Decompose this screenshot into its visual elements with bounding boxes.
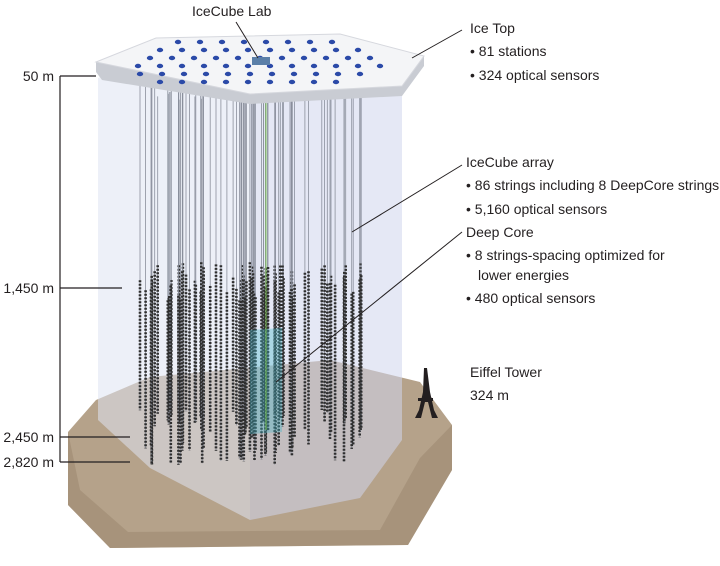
icetop-station-dot (136, 71, 144, 77)
icecube-lab-building (252, 57, 270, 65)
leader-deepcore (275, 231, 463, 383)
icetop-station-dot (290, 71, 298, 77)
icetop-station-dot (178, 79, 186, 85)
deepcore-item-sensors: • 480 optical sensors (466, 290, 595, 306)
icetop-station-dot (310, 79, 318, 85)
icetop-station-dot (178, 47, 186, 53)
icetop-station-dot (168, 55, 176, 61)
icetop-station-dot (244, 63, 252, 69)
icetop-station-dot (146, 55, 154, 61)
icetop-station-dot (332, 79, 340, 85)
array-title: IceCube array (466, 154, 554, 170)
icetop-station-dot (222, 79, 230, 85)
icetop-station-dot (310, 63, 318, 69)
icetop-station-dot (288, 47, 296, 53)
deepcore-title: Deep Core (466, 224, 534, 240)
icetop-station-dot (234, 55, 242, 61)
icetop-station-dot (240, 39, 248, 45)
icetop-station-dot (218, 39, 226, 45)
icecube-lab-label: IceCube Lab (192, 3, 272, 19)
icetop-stations (134, 39, 384, 85)
icetop-station-dot (288, 63, 296, 69)
depth-label-2450: 2,450 m (3, 429, 54, 445)
icetop-station-dot (300, 55, 308, 61)
icetop-station-dot (332, 47, 340, 53)
eiffel-height: 324 m (470, 387, 509, 403)
icetop-station-dot (200, 47, 208, 53)
icetop-item-stations: • 81 stations (470, 43, 547, 59)
icetop-station-dot (354, 63, 362, 69)
icetop-station-dot (376, 63, 384, 69)
icetop-station-dot (156, 47, 164, 53)
icetop-station-dot (268, 71, 276, 77)
icetop-station-dot (212, 55, 220, 61)
icetop-surface (94, 33, 425, 104)
icetop-side (96, 56, 424, 104)
icetop-station-dot (354, 47, 362, 53)
icetop-station-dot (306, 39, 314, 45)
icetop-station-dot (244, 47, 252, 53)
icetop-station-dot (246, 71, 254, 77)
icetop-title: Ice Top (470, 20, 515, 36)
eiffel-tower-icon (415, 368, 438, 418)
icetop-station-dot (266, 47, 274, 53)
depth-scale (59, 75, 130, 463)
icetop-station-dot (196, 39, 204, 45)
icetop-station-dot (222, 47, 230, 53)
icetop-station-dot (278, 55, 286, 61)
icetop-station-dot (288, 79, 296, 85)
depth-label-50: 50 m (23, 68, 54, 84)
deepcore-item-spacing: • 8 strings-spacing optimized for (466, 247, 665, 263)
detector-strings (138, 70, 363, 465)
deepcore-item-spacing-cont: lower energies (478, 267, 569, 283)
depth-label-1450: 1,450 m (3, 280, 54, 296)
icetop-station-dot (312, 71, 320, 77)
icetop-station-dot (178, 63, 186, 69)
icetop-station-dot (266, 79, 274, 85)
array-item-sensors: • 5,160 optical sensors (466, 201, 607, 217)
icetop-station-dot (244, 79, 252, 85)
icetop-station-dot (328, 39, 336, 45)
icetop-station-dot (356, 71, 364, 77)
icetop-station-dot (344, 55, 352, 61)
array-item-strings: • 86 strings including 8 DeepCore string… (466, 177, 719, 193)
icetop-station-dot (332, 63, 340, 69)
icetop-station-dot (284, 39, 292, 45)
icetop-station-dot (202, 71, 210, 77)
icetop-station-dot (322, 55, 330, 61)
icetop-station-dot (200, 79, 208, 85)
leader-lab (235, 21, 259, 59)
icetop-station-dot (200, 63, 208, 69)
icetop-station-dot (174, 39, 182, 45)
deepcore-region (250, 90, 282, 434)
leader-lines (235, 21, 463, 383)
icetop-item-sensors: • 324 optical sensors (470, 67, 599, 83)
icetop-station-dot (180, 71, 188, 77)
icetop-station-dot (366, 55, 374, 61)
icetop-station-dot (334, 71, 342, 77)
icetop-station-dot (222, 63, 230, 69)
leader-array (351, 164, 463, 233)
icetop-station-dot (262, 39, 270, 45)
eiffel-title: Eiffel Tower (470, 364, 542, 380)
ice-column-left (98, 78, 250, 520)
leader-icetop (411, 29, 463, 59)
icetop-station-dot (156, 79, 164, 85)
icetop-station-dot (190, 55, 198, 61)
icetop-station-dot (224, 71, 232, 77)
icetop-station-dot (156, 63, 164, 69)
icetop-station-dot (310, 47, 318, 53)
icetop-station-dot (134, 63, 142, 69)
depth-label-2820: 2,820 m (3, 454, 54, 470)
icetop-station-dot (158, 71, 166, 77)
bedrock-front-face (68, 425, 452, 548)
